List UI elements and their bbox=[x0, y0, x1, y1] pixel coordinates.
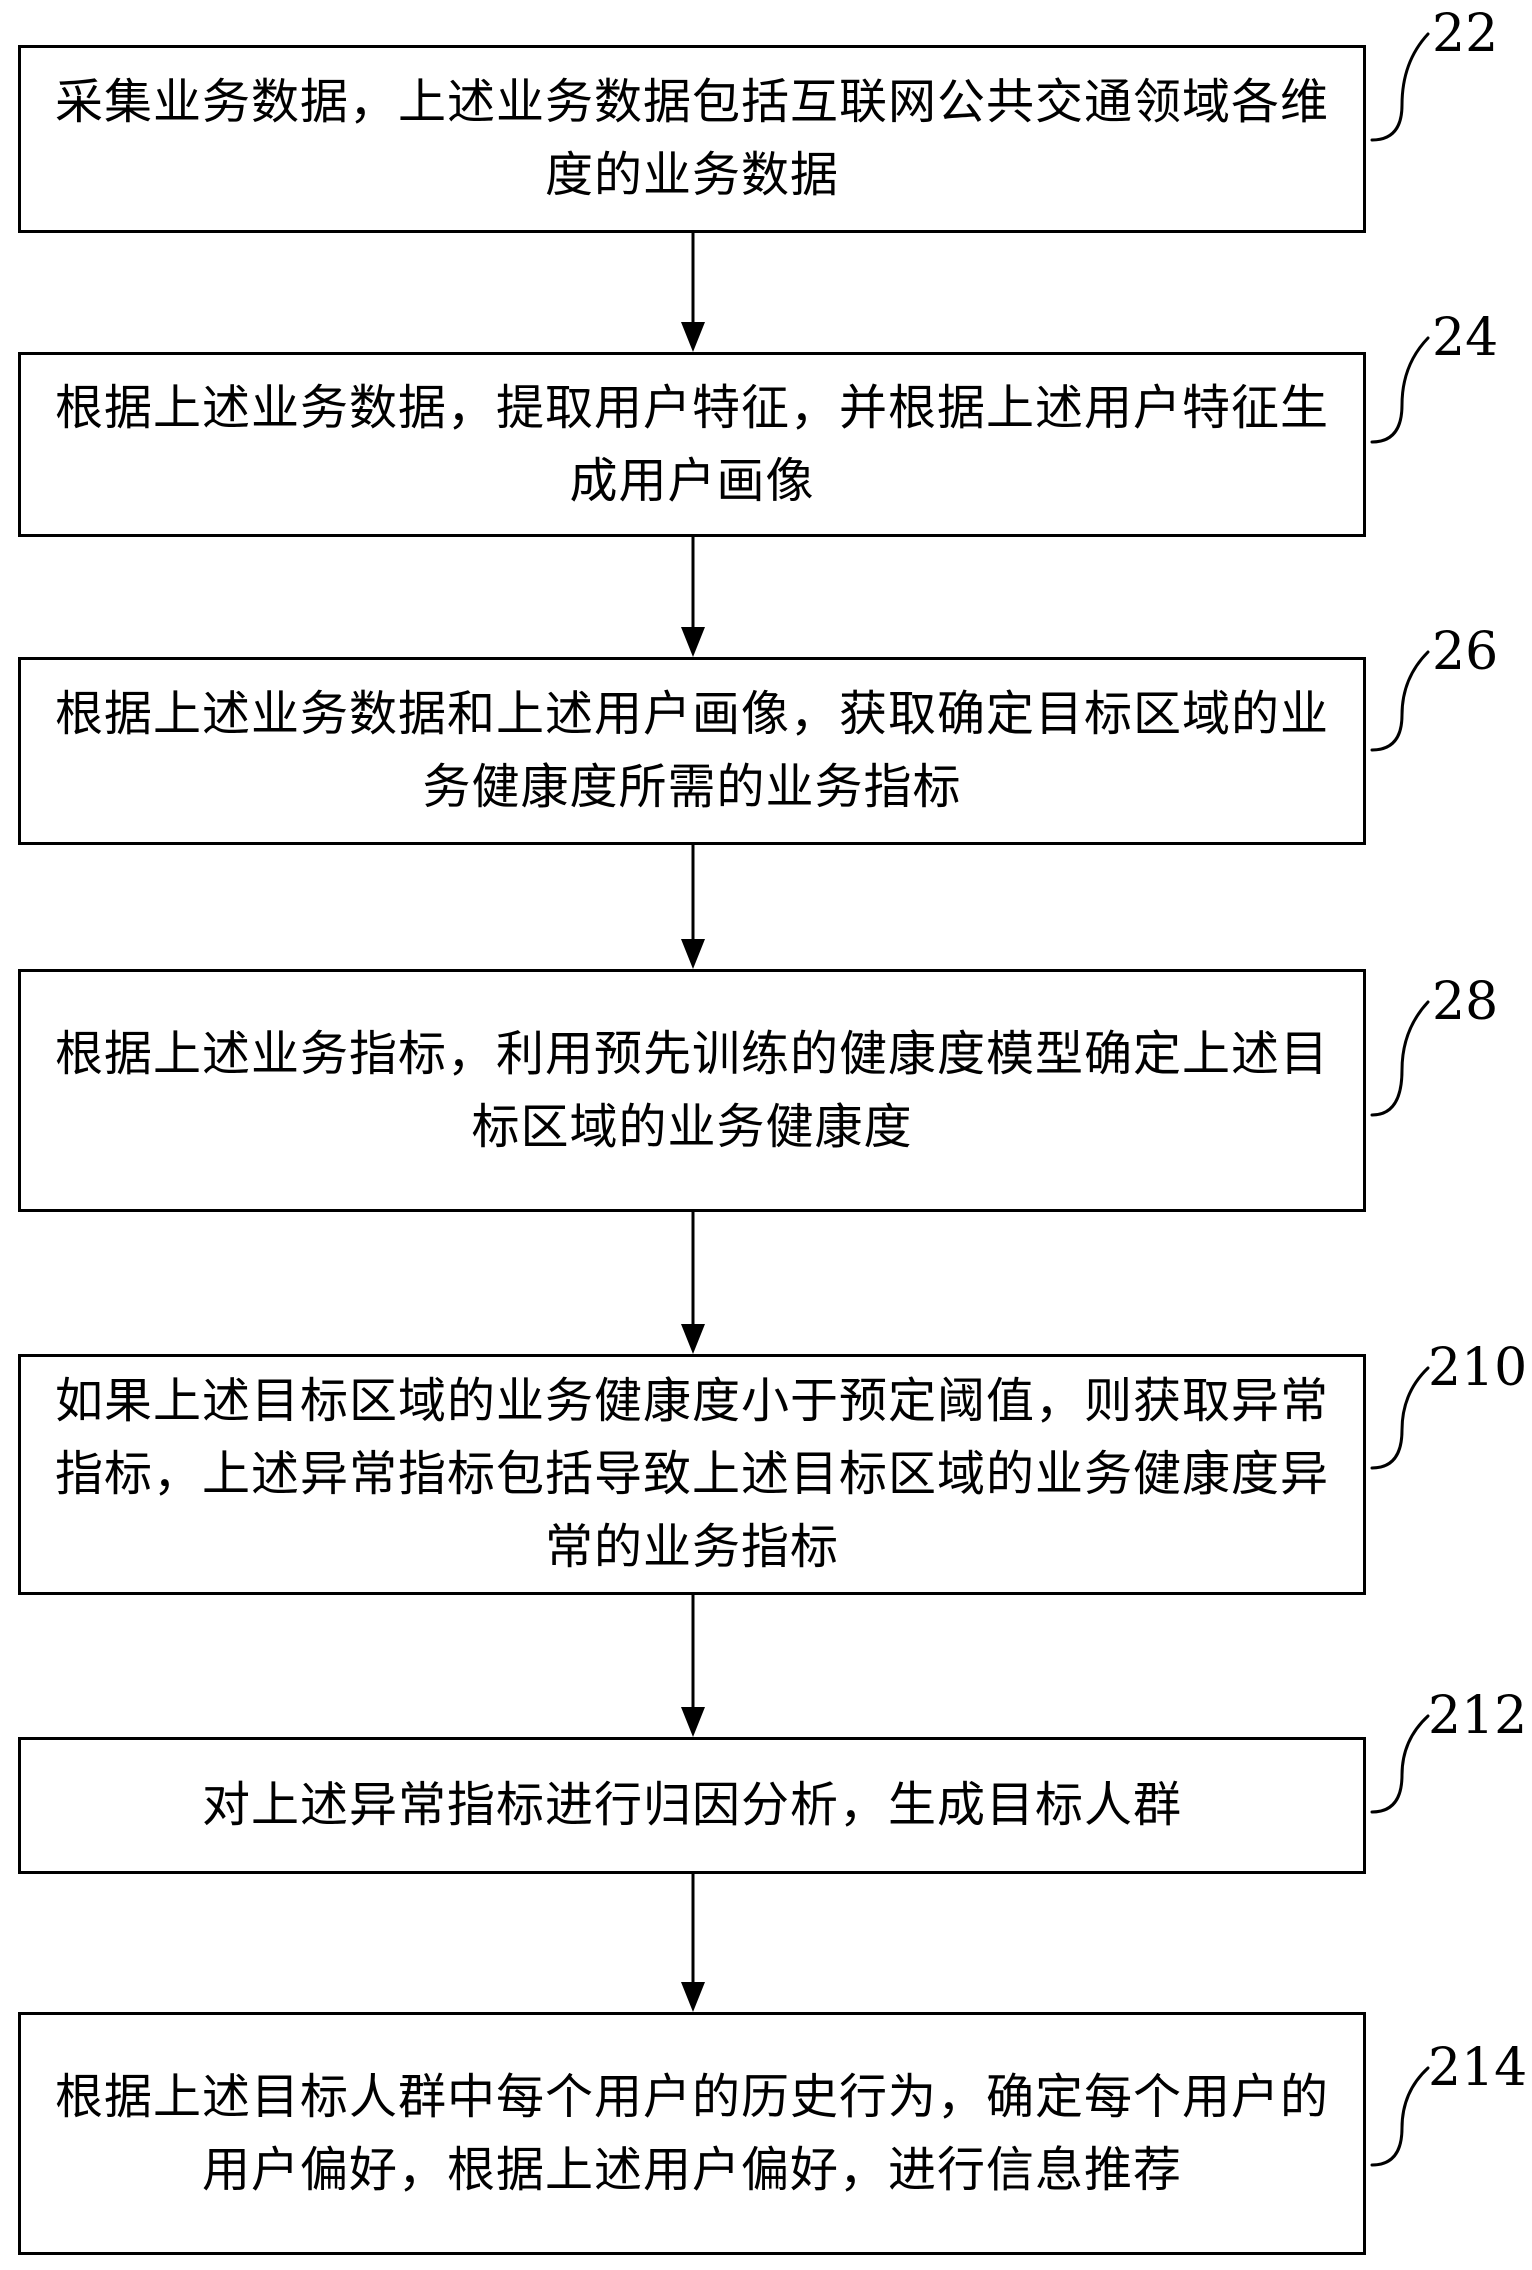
arrowhead-210-212 bbox=[681, 1707, 705, 1737]
step-label-26: 26 bbox=[1432, 622, 1499, 682]
step-box-214: 根据上述目标人群中每个用户的历史行为，确定每个用户的用户偏好，根据上述用户偏好，… bbox=[18, 2012, 1366, 2255]
arrowhead-22-24 bbox=[681, 322, 705, 352]
leader-24 bbox=[1370, 336, 1430, 444]
label-leaders bbox=[1370, 32, 1430, 2167]
step-text-212: 对上述异常指标进行归因分析，生成目标人群 bbox=[201, 1777, 1182, 1833]
leader-22 bbox=[1370, 32, 1430, 142]
step-text-24: 根据上述业务数据，提取用户特征，并根据上述用户特征生成用户画像 bbox=[54, 379, 1329, 509]
step-text-28: 根据上述业务指标，利用预先训练的健康度模型确定上述目标区域的业务健康度 bbox=[54, 1025, 1329, 1155]
step-text-26: 根据上述业务数据和上述用户画像，获取确定目标区域的业务健康度所需的业务指标 bbox=[54, 686, 1329, 815]
arrowhead-212-214 bbox=[681, 1982, 705, 2012]
arrowhead-26-28 bbox=[681, 939, 705, 969]
step-label-24: 24 bbox=[1432, 308, 1499, 368]
arrowhead-24-26 bbox=[681, 627, 705, 657]
leader-212 bbox=[1370, 1714, 1430, 1814]
leader-26 bbox=[1370, 650, 1430, 752]
step-text-214: 根据上述目标人群中每个用户的历史行为，确定每个用户的用户偏好，根据上述用户偏好，… bbox=[54, 2068, 1329, 2198]
arrowhead-28-210 bbox=[681, 1324, 705, 1354]
step-text-210: 如果上述目标区域的业务健康度小于预定阈值，则获取异常指标，上述异常指标包括导致上… bbox=[54, 1373, 1329, 1575]
step-label-22: 22 bbox=[1432, 4, 1499, 64]
step-box-28: 根据上述业务指标，利用预先训练的健康度模型确定上述目标区域的业务健康度 bbox=[18, 969, 1366, 1212]
leader-28 bbox=[1370, 1000, 1430, 1117]
flow-arrows bbox=[681, 233, 705, 2012]
step-box-212: 对上述异常指标进行归因分析，生成目标人群 bbox=[18, 1737, 1366, 1874]
step-box-26: 根据上述业务数据和上述用户画像，获取确定目标区域的业务健康度所需的业务指标 bbox=[18, 657, 1366, 845]
step-label-28: 28 bbox=[1432, 972, 1499, 1032]
step-label-210: 210 bbox=[1428, 1338, 1528, 1398]
leader-210 bbox=[1370, 1366, 1430, 1470]
step-box-22: 采集业务数据，上述业务数据包括互联网公共交通领域各维度的业务数据 bbox=[18, 45, 1366, 233]
leader-214 bbox=[1370, 2066, 1430, 2167]
step-box-24: 根据上述业务数据，提取用户特征，并根据上述用户特征生成用户画像 bbox=[18, 352, 1366, 537]
step-label-212: 212 bbox=[1428, 1686, 1528, 1746]
step-label-214: 214 bbox=[1428, 2038, 1528, 2098]
step-text-22: 采集业务数据，上述业务数据包括互联网公共交通领域各维度的业务数据 bbox=[54, 74, 1329, 203]
step-box-210: 如果上述目标区域的业务健康度小于预定阈值，则获取异常指标，上述异常指标包括导致上… bbox=[18, 1354, 1366, 1595]
